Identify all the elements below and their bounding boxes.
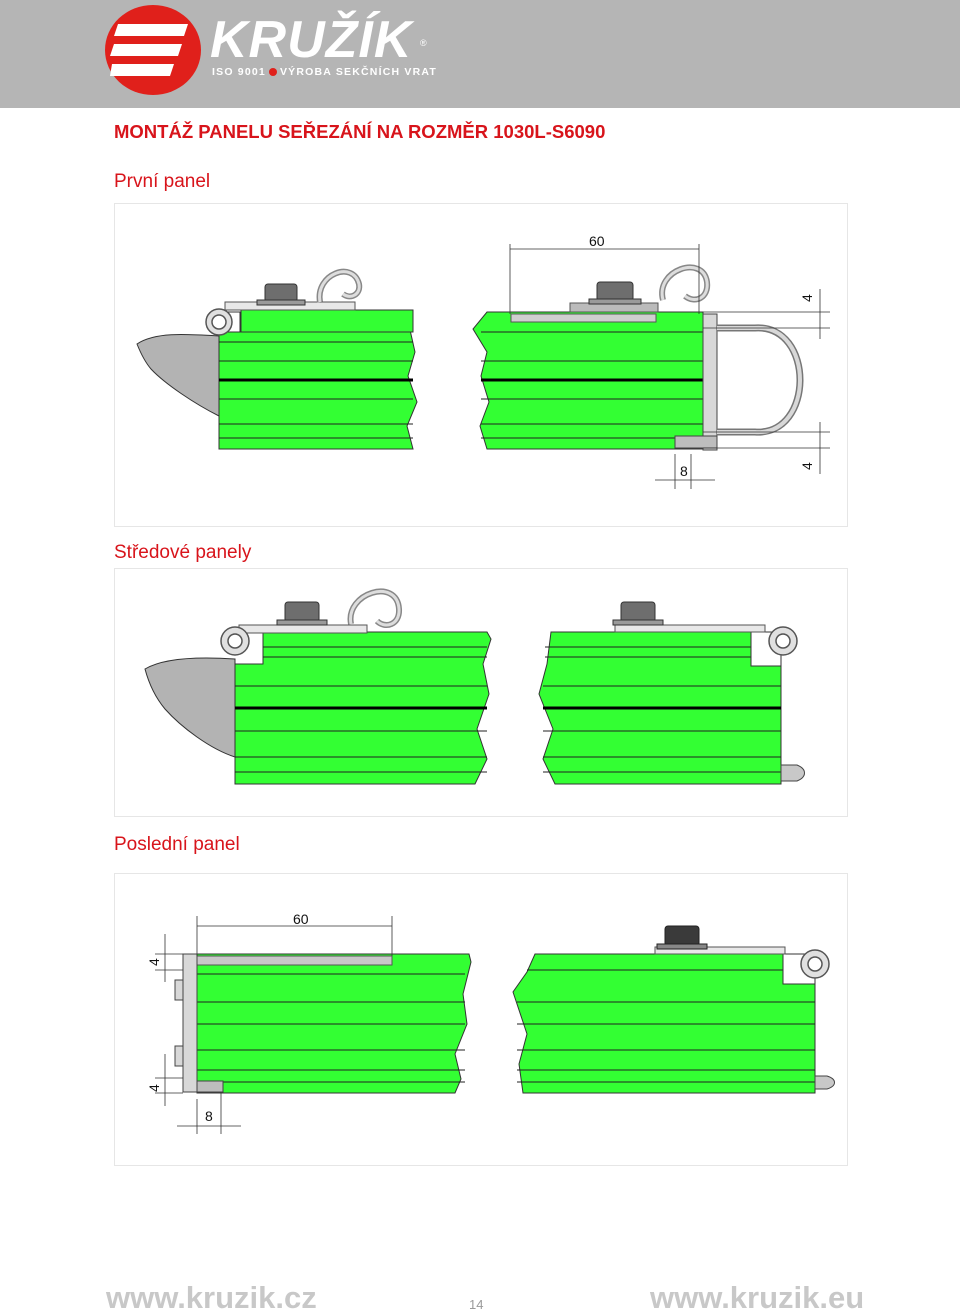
dim-width-label-last: 60 (293, 911, 309, 927)
dim-top-label-last: 4 (146, 958, 162, 966)
dim-lip-label-last: 8 (205, 1108, 213, 1124)
iso-label: ISO 9001 (212, 66, 266, 78)
dim-bottom-label-last: 4 (146, 1084, 162, 1092)
dim-bottom-label: 4 (799, 462, 815, 470)
brand-tagline: ISO 9001 VÝROBA SEKČNÍCH VRAT (212, 66, 437, 78)
section-heading-last: Poslední panel (114, 834, 240, 855)
footer-url-eu[interactable]: www.kruzik.eu (650, 1280, 865, 1315)
section-heading-first: První panel (114, 171, 211, 192)
page-number: 14 (469, 1297, 484, 1312)
first-panel-drawing: 60 4 4 8 (114, 203, 848, 527)
dot-icon (268, 68, 277, 77)
footer-url-cz[interactable]: www.kruzik.cz (106, 1280, 317, 1315)
dim-top-label: 4 (799, 294, 815, 302)
brand-name: KRUŽÍK (210, 11, 413, 69)
section-heading-middle: Středové panely (114, 542, 252, 563)
tagline-label: VÝROBA SEKČNÍCH VRAT (279, 66, 437, 78)
kruzik-logo-icon (105, 5, 201, 95)
dim-lip-label: 8 (680, 463, 688, 479)
middle-panel-drawing (114, 568, 848, 817)
page-title: MONTÁŽ PANELU SEŘEZÁNÍ NA ROZMĚR 1030L-S… (114, 121, 606, 142)
registered-mark: ® (420, 38, 427, 48)
last-panel-drawing: 60 4 4 8 (114, 873, 848, 1166)
dim-width-label: 60 (589, 233, 605, 249)
page-header: KRUŽÍK ® ISO 9001 VÝROBA SEKČNÍCH VRAT (0, 0, 960, 108)
